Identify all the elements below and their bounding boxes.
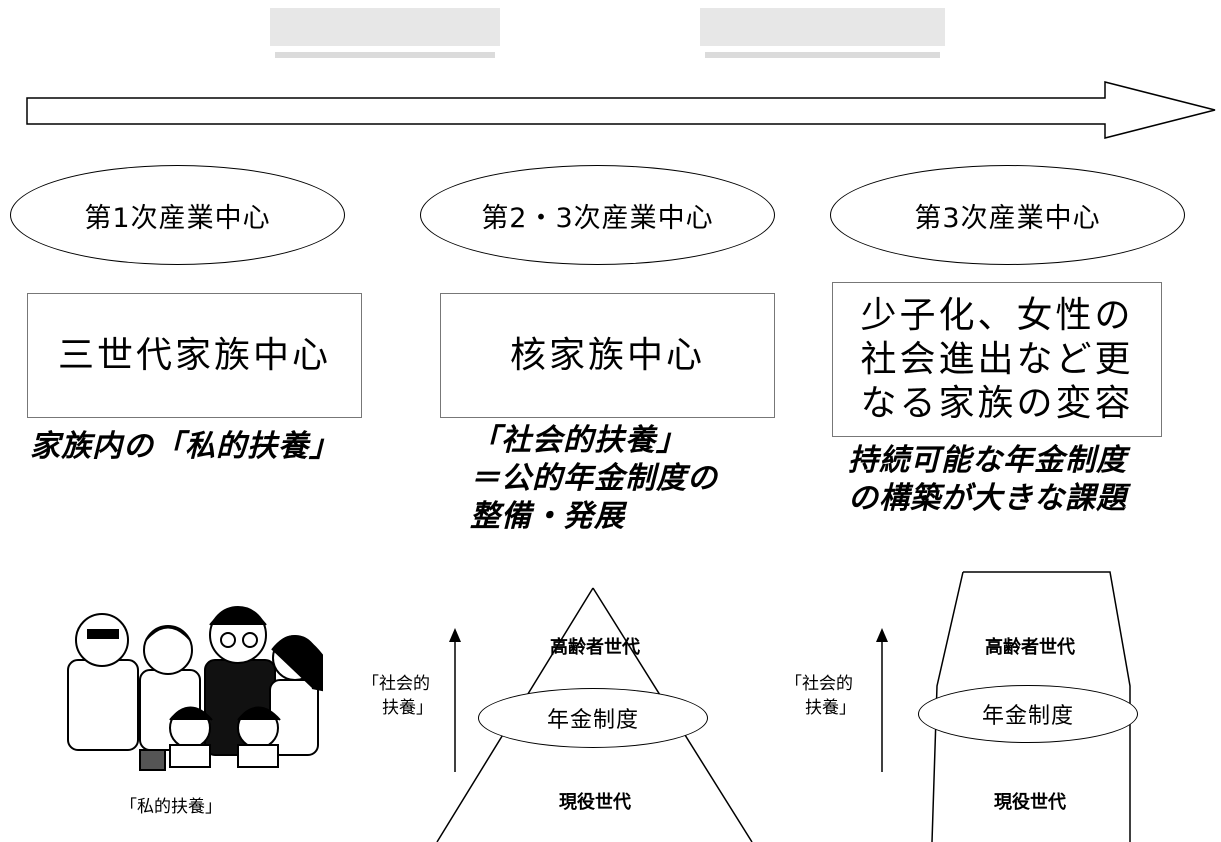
family-illustration xyxy=(67,606,323,771)
support-label-line: 扶養」 xyxy=(382,698,433,718)
pension-system-ellipse-middle: 年金制度 xyxy=(478,688,708,748)
family-box-text: 三世代家族中心 xyxy=(57,334,331,376)
stage-ellipse-secondary-tertiary: 第2・3次産業中心 xyxy=(420,165,775,265)
stage-label: 第2・3次産業中心 xyxy=(481,202,714,234)
description-line: 家族内の「私的扶養」 xyxy=(30,429,340,464)
pension-system-text: 年金制度 xyxy=(546,708,639,733)
description-line: ＝公的年金制度の xyxy=(470,461,718,496)
elderly-generation-text: 高齢者世代 xyxy=(550,637,640,658)
elderly-generation-label-middle: 高齢者世代 xyxy=(535,633,655,659)
working-generation-label-middle: 現役世代 xyxy=(545,788,645,814)
description-line: 持続可能な年金制度 xyxy=(848,443,1127,478)
elderly-generation-label-right: 高齢者世代 xyxy=(970,633,1090,659)
family-caption-text: 「私的扶養」 xyxy=(120,797,222,817)
description-public-pension: 「社会的扶養」 ＝公的年金制度の 整備・発展 xyxy=(470,422,718,536)
faded-header-blob-left xyxy=(270,8,500,58)
family-box-three-generation: 三世代家族中心 xyxy=(27,293,362,418)
family-box-text: 社会進出など更 xyxy=(860,338,1134,380)
family-box-text: 核家族中心 xyxy=(509,334,705,376)
family-box-changing: 少子化、女性の 社会進出など更 なる家族の変容 xyxy=(832,282,1162,437)
family-box-nuclear: 核家族中心 xyxy=(440,293,775,418)
up-arrow-middle xyxy=(449,628,461,772)
pension-system-text: 年金制度 xyxy=(981,704,1074,729)
up-arrow-right xyxy=(876,628,888,772)
stage-label: 第1次産業中心 xyxy=(84,202,271,234)
working-generation-text: 現役世代 xyxy=(994,792,1066,813)
description-private-support: 家族内の「私的扶養」 xyxy=(30,428,340,466)
pension-system-ellipse-right: 年金制度 xyxy=(918,685,1138,743)
support-label-right: 「社会的 扶養」 xyxy=(785,672,856,720)
family-caption: 「私的扶養」 xyxy=(120,795,222,819)
stage-label: 第3次産業中心 xyxy=(914,202,1101,234)
description-line: 「社会的扶養」 xyxy=(470,423,687,458)
support-label-line: 扶養」 xyxy=(805,698,856,718)
description-line: の構築が大きな課題 xyxy=(848,481,1127,516)
pyramid-outline-right xyxy=(931,571,1131,842)
support-label-line: 「社会的 xyxy=(785,674,853,694)
support-label-line: 「社会的 xyxy=(362,674,430,694)
support-label-middle: 「社会的 扶養」 xyxy=(362,672,433,720)
family-box-text: なる家族の変容 xyxy=(860,382,1134,424)
description-sustainable-pension: 持続可能な年金制度 の構築が大きな課題 xyxy=(848,442,1127,518)
working-generation-text: 現役世代 xyxy=(559,792,631,813)
elderly-generation-text: 高齢者世代 xyxy=(985,637,1075,658)
working-generation-label-right: 現役世代 xyxy=(980,788,1080,814)
stage-ellipse-tertiary: 第3次産業中心 xyxy=(830,165,1185,265)
description-line: 整備・発展 xyxy=(470,499,625,534)
stage-ellipse-primary: 第1次産業中心 xyxy=(10,165,345,265)
family-box-text: 少子化、女性の xyxy=(860,294,1134,336)
timeline-arrow xyxy=(26,81,1216,139)
faded-header-blob-right xyxy=(700,8,945,58)
